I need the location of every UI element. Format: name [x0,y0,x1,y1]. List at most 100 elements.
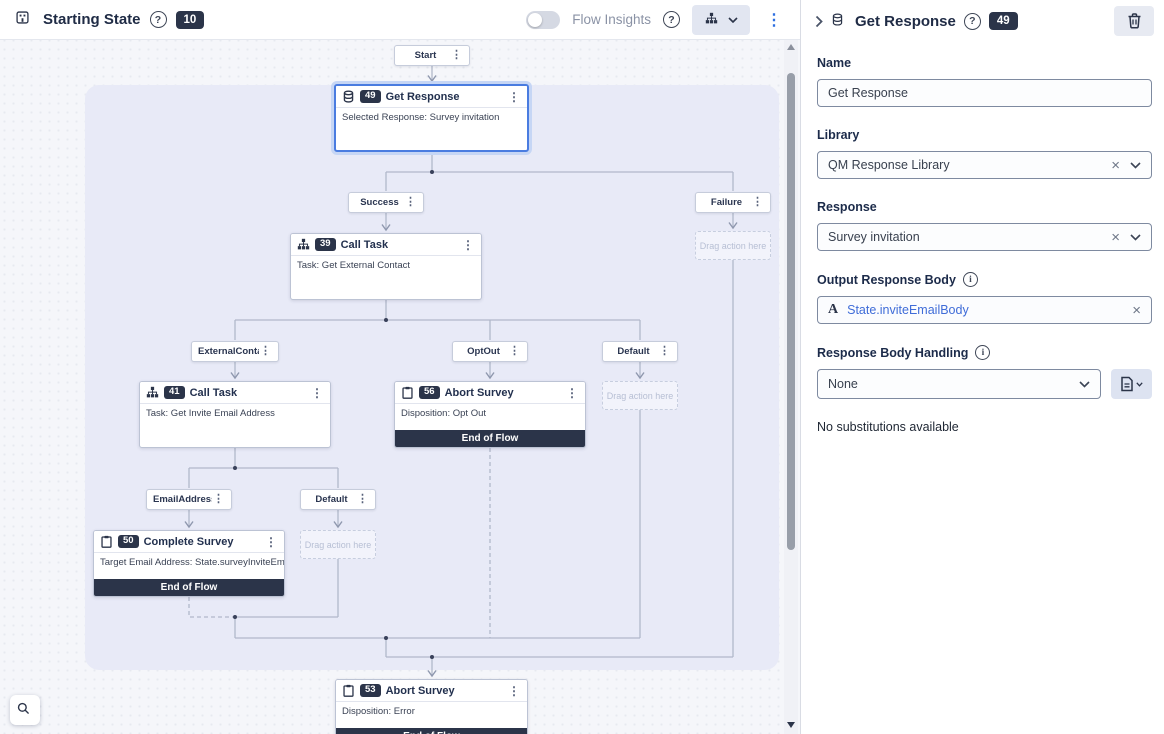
kebab-menu-icon[interactable]: ⋮ [405,196,416,208]
response-body-handling-label: Response Body Handling [817,345,969,360]
search-icon [17,702,34,719]
kebab-menu-icon[interactable]: ⋮ [357,493,368,505]
response-label: Response [817,200,877,214]
page-title: Starting State [43,11,141,28]
library-value: QM Response Library [828,158,950,172]
branch-label-failure[interactable]: Failure ⋮ [695,192,771,213]
sitemap-icon [146,386,159,399]
handling-select[interactable]: None [817,369,1101,399]
kebab-menu-icon[interactable]: ⋮ [508,683,520,698]
response-select[interactable]: Survey invitation × [817,223,1152,251]
state-id-badge: 10 [175,10,205,29]
clear-icon[interactable]: × [1111,228,1120,246]
clear-icon[interactable]: × [1132,301,1141,319]
node-id-badge: 53 [360,683,381,698]
chevron-down-icon [1130,233,1141,241]
node-id-badge: 50 [118,534,139,549]
database-icon [831,13,847,29]
node-summary: Disposition: Opt Out [401,408,487,419]
document-icon [1121,376,1133,392]
substitutions-status: No substitutions available [817,420,959,434]
scrollbar-thumb[interactable] [787,73,795,550]
kebab-menu-icon[interactable]: ⋮ [566,385,578,400]
kebab-menu-icon[interactable]: ⋮ [509,345,520,357]
flow-insights-toggle[interactable] [526,10,561,29]
scroll-down-arrow-icon[interactable] [787,722,795,728]
flow-node-complete-survey[interactable]: 50 Complete Survey ⋮ Target Email Address: … [93,530,285,597]
output-response-body-field[interactable]: A State.inviteEmailBody × [817,296,1152,324]
end-of-flow-bar: End of Flow [94,579,284,596]
help-icon[interactable]: ? [149,11,167,28]
output-response-body-label: Output Response Body [817,272,956,287]
kebab-menu-icon[interactable]: ⋮ [265,534,277,549]
info-icon[interactable]: i [962,272,978,287]
node-title: Call Task [189,386,238,399]
library-select[interactable]: QM Response Library × [817,151,1152,179]
branch-label-text: Success [360,197,399,208]
kebab-menu-icon[interactable]: ⋮ [659,345,670,357]
branch-label-default[interactable]: Default ⋮ [300,489,376,510]
end-of-flow-bar: End of Flow [395,430,585,447]
view-mode-dropdown[interactable] [692,4,750,35]
name-input[interactable] [817,79,1152,107]
flow-insights-label: Flow Insights [572,12,651,27]
collapse-panel-icon[interactable] [815,15,823,28]
chevron-down-icon [1136,381,1143,387]
panel-header: Get Response ? 49 [801,0,1164,42]
end-of-flow-bar: End of Flow [336,728,527,734]
canvas-search-button[interactable] [10,695,40,725]
branch-label-text: Default [315,494,348,505]
delete-button[interactable] [1114,6,1154,36]
body-template-button[interactable] [1111,369,1152,399]
flow-connectors [184,66,738,678]
node-summary: Task: Get Invite Email Address [146,408,275,419]
drop-placeholder[interactable]: Drag action here [300,530,376,559]
node-summary: Target Email Address: State.surveyInvite… [100,557,284,568]
info-icon[interactable]: i [975,345,991,360]
branch-label-optout[interactable]: OptOut⋮ [452,341,528,362]
node-id-badge: 49 [360,89,381,104]
help-icon[interactable]: ? [963,12,981,30]
branch-label-success[interactable]: Success ⋮ [348,192,424,213]
branch-label-default[interactable]: Default⋮ [602,341,678,362]
kebab-menu-icon[interactable]: ⋮ [311,385,323,400]
sitemap-icon [297,238,310,251]
kebab-menu-icon[interactable]: ⋮ [260,345,271,357]
chevron-down-icon [1079,380,1090,388]
name-label: Name [817,56,852,70]
more-options-icon[interactable]: ⋮ [766,11,782,29]
drop-placeholder[interactable]: Drag action here [695,231,771,260]
state-icon [16,10,34,29]
kebab-menu-icon[interactable]: ⋮ [752,196,763,208]
kebab-menu-icon[interactable]: ⋮ [508,89,520,104]
handling-value: None [828,377,858,391]
kebab-menu-icon[interactable]: ⋮ [213,493,224,505]
text-type-icon: A [828,302,839,317]
kebab-menu-icon[interactable]: ⋮ [462,237,474,252]
drop-placeholder[interactable]: Drag action here [602,381,678,410]
clipboard-icon [100,535,113,548]
clear-icon[interactable]: × [1111,156,1120,174]
branch-label-text: Failure [710,197,743,208]
scroll-up-arrow-icon[interactable] [787,44,795,50]
branch-label-start[interactable]: Start⋮ [394,45,470,66]
kebab-menu-icon[interactable]: ⋮ [451,49,462,61]
node-title: Complete Survey [143,535,234,548]
node-id-badge: 39 [315,237,336,252]
vertical-scrollbar[interactable] [784,40,798,734]
node-title: Abort Survey [444,386,514,399]
node-title: Get Response [385,90,460,103]
database-icon [342,90,355,103]
help-icon[interactable]: ? [663,11,680,28]
